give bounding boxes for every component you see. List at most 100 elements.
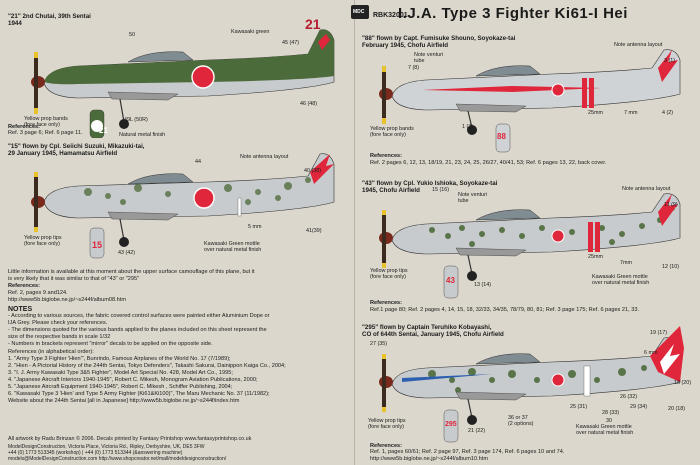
tail-lightning [658, 194, 678, 226]
fin-number: 43 [446, 276, 455, 285]
label-7mm: 7mm [620, 260, 632, 266]
p4-ref: Ref.1 page 80; Ref. 2 pages 4, 14, 15, 1… [370, 307, 640, 313]
tail-marking [318, 34, 330, 50]
mdc-logo: MDC [351, 5, 369, 19]
hinomaru [191, 65, 215, 89]
p3-ref: Ref. 2 pages 6, 12, 13, 18/19, 21, 23, 2… [370, 160, 607, 166]
reference-item: Website about the 244th Sentai [all in J… [8, 398, 240, 404]
label-kawasaki-green: Kawasaki green [231, 29, 270, 35]
propeller [382, 66, 386, 124]
label-mottle-2: over natural metal finish [204, 247, 262, 253]
caption-line1: "21" 2nd Chutai, 39th Sentai [8, 13, 91, 20]
label-40: 40 (38) [304, 168, 322, 174]
aircraft-43-profile [379, 193, 681, 299]
fuselage-band [588, 222, 593, 252]
p1-ref-head: References: [8, 124, 41, 130]
column-divider [354, 0, 355, 465]
label-options: (2 options) [508, 421, 534, 427]
logo-mark: MDC [353, 9, 365, 15]
label-18-20: 18 (20) [674, 380, 692, 386]
label-natural-metal: Natural metal finish [119, 132, 166, 138]
label-43-42: 43 (42) [118, 250, 136, 256]
label-45-47: 45 (47) [282, 40, 300, 46]
note-line: - According to various sources, the fabr… [8, 313, 270, 319]
note-line: size of the respective bands in scale 1/… [8, 334, 111, 340]
label-prop-bands: Yellow prop bands [370, 126, 414, 132]
caption-line2: February 1945, Chofu Airfield [362, 42, 449, 49]
label-prop-bands-2: (fore face only) [370, 132, 406, 138]
footer: All artwork by Radu Brinzan © 2006. Deca… [8, 436, 348, 462]
label-11-9: 11 (9) [664, 202, 678, 208]
label-mottle: Kawasaki Green mottle [592, 274, 648, 280]
p5-ref-1: Ref. 1, pages 60/61; Ref. 2 page 97, Ref… [370, 449, 565, 455]
aircraft-21-panel: "21" 2nd Chutai, 39th Sentai 1944 21 Kaw… [8, 10, 348, 138]
aircraft-21-profile [31, 29, 335, 138]
blue-flash [402, 374, 492, 382]
propeller [382, 210, 386, 268]
label-prop-tips: Yellow prop tips [24, 235, 62, 241]
canopy [127, 51, 194, 63]
label-venturi: Note venturi [458, 192, 488, 198]
fin-number: 295 [445, 421, 457, 428]
tail-marking [310, 154, 334, 184]
caption-line2: CO of 644th Sentai, January 1945, Chofu … [362, 331, 504, 338]
label-antenna: Note antenna layout [240, 154, 289, 160]
canopy [475, 209, 541, 221]
aircraft-88-panel: "88" flown by Capt. Fumisuke Shouno, Soy… [362, 28, 696, 153]
label-3-1: 3 (1) [664, 58, 676, 64]
caption-line2: 29 January 1945, Hamamatsu Airfield [8, 150, 118, 157]
label-44: 44 [195, 159, 201, 165]
label-antenna: Note antenna layout [614, 42, 663, 48]
reference-item: 5. "Japanese Aircraft Equipment 1940-194… [8, 384, 233, 390]
hinomaru [193, 187, 215, 209]
canopy [475, 65, 541, 77]
caption-line1: "15" flown by Cpl. Seiichi Suzuki, Mikaz… [8, 143, 145, 150]
label-prop-bands-2: (fore face only) [24, 122, 60, 128]
fin-fore-view [89, 227, 105, 259]
p3-ref-head: References: [370, 153, 403, 159]
p2-ref-1: Ref. 2, pages 9 and124. [8, 290, 68, 296]
p2-ref-2: http://www5b.biglobe.ne.jp/~s244f/album0… [8, 297, 127, 303]
label-36-37: 36 or 37 [508, 415, 528, 421]
references-heading: References (in alphabetical order): [8, 349, 94, 355]
label-25mm: 25mm [588, 254, 603, 260]
label-prop-tips-2: (fore face only) [368, 424, 404, 430]
p4-ref-head: References: [370, 300, 403, 306]
label-28-33: 28 (33) [602, 410, 620, 416]
caption-line2: 1944 [8, 20, 22, 27]
label-15-16: 15 (16) [432, 187, 450, 193]
canopy [475, 353, 541, 365]
fin-number: 88 [497, 132, 506, 141]
label-19-17: 19 (17) [650, 330, 668, 336]
address-line: ModelDesignConstruction, Victoria Place,… [8, 444, 205, 450]
p2-info-1: Little information is available at this … [8, 269, 255, 275]
reference-item: 4. "Japanese Aircraft Interiors 1940-194… [8, 377, 258, 383]
label-21-22: 21 (22) [468, 428, 486, 434]
label-20-18: 20 (18) [668, 406, 686, 412]
label-26-32: 26 (32) [620, 394, 638, 400]
reference-item: 3. "I. J. Army Kawasaki Type 3&5 Fighter… [8, 370, 233, 376]
aircraft-15-panel: "15" flown by Cpl. Seiichi Suzuki, Mikaz… [8, 140, 348, 270]
label-venturi-tube: tube [458, 198, 469, 204]
label-1-3: 1 (3) [462, 124, 474, 130]
fin-fore-view [495, 123, 511, 153]
p2-info-2: is very likely that it was similar to th… [8, 276, 140, 282]
hinomaru [551, 373, 565, 387]
reference-item: 2. "Hien - A Pictorial History of the 24… [8, 363, 286, 369]
fuselage-band [582, 78, 587, 108]
notes-section: NOTES - According to various sources, th… [8, 306, 348, 405]
kawasaki-green-upper [44, 29, 334, 85]
p2-ref-head: References: [8, 283, 41, 289]
fuselage-band [237, 197, 242, 217]
label-7mm: 7 mm [624, 110, 638, 116]
tail-number: 21 [305, 16, 321, 32]
label-12-10: 12 (10) [662, 264, 680, 270]
canopy [127, 173, 194, 185]
label-prop-bands: Yellow prop bands [24, 116, 68, 122]
label-25-31: 25 (31) [570, 404, 588, 410]
label-prop-tips-2: (fore face only) [24, 241, 60, 247]
fin-fore-view [443, 265, 459, 299]
label-mottle: Kawasaki Green mottle [576, 424, 632, 430]
label-mottle-2: over natural metal finish [592, 280, 650, 286]
